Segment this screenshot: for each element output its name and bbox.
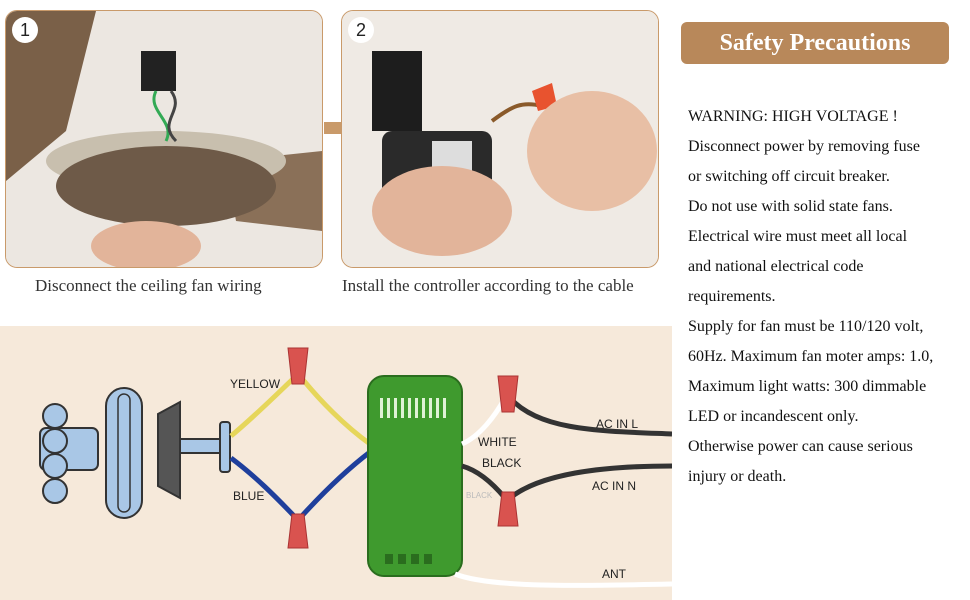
label-ac-in-l: AC IN L xyxy=(596,417,638,431)
warning-line: Otherwise power can cause serious xyxy=(688,438,913,455)
safety-title: Safety Precautions xyxy=(681,22,949,64)
wire-nut-icon xyxy=(497,491,519,527)
label-yellow: YELLOW xyxy=(230,377,281,391)
warning-line: Do not use with solid state fans. xyxy=(688,198,893,215)
wiring-diagram: YELLOW BLUE WHITE BLACK BLACK AC IN L AC… xyxy=(0,326,672,600)
warning-line: Maximum light watts: 300 dimmable xyxy=(688,378,927,395)
label-black: BLACK xyxy=(482,456,521,470)
photo-install-controller: 2 xyxy=(341,10,659,268)
warning-line: Supply for fan must be 110/120 volt, xyxy=(688,318,924,335)
wire-nut-icon xyxy=(497,375,519,413)
label-ant: ANT xyxy=(602,567,627,581)
yellow-wire xyxy=(229,374,298,438)
label-white: WHITE xyxy=(478,435,517,449)
wire-nut-icon xyxy=(287,347,309,385)
label-blue: BLUE xyxy=(233,489,264,503)
warning-line: Disconnect power by removing fuse xyxy=(688,138,920,155)
ceiling-fan-icon xyxy=(39,387,231,519)
warning-line: 60Hz. Maximum fan moter amps: 1.0, xyxy=(688,348,934,365)
controller-icon xyxy=(367,375,463,577)
yellow-wire xyxy=(298,374,372,447)
wire-nut-icon xyxy=(287,513,309,549)
blue-wire xyxy=(229,456,298,520)
step-1-caption: Disconnect the ceiling fan wiring xyxy=(35,276,262,295)
controller-install-photo-illustration xyxy=(342,11,658,267)
ac-in-n-wire xyxy=(508,463,672,500)
warning-line: and national electrical code xyxy=(688,258,864,275)
blue-wire xyxy=(298,450,372,520)
warning-text: WARNING: HIGH VOLTAGE ! Disconnect power… xyxy=(688,102,968,492)
label-ac-in-n: AC IN N xyxy=(592,479,636,493)
step-2-caption: Install the controller according to the … xyxy=(342,276,634,295)
ac-in-l-wire xyxy=(508,396,672,437)
warning-line: Electrical wire must meet all local xyxy=(688,228,908,245)
warning-line: requirements. xyxy=(688,288,776,305)
warning-line: LED or incandescent only. xyxy=(688,408,859,425)
ceiling-fan-photo-illustration xyxy=(6,11,322,267)
step-number-1: 1 xyxy=(12,17,38,43)
label-black-small: BLACK xyxy=(466,491,493,500)
step-number-2: 2 xyxy=(348,17,374,43)
warning-line: WARNING: HIGH VOLTAGE ! xyxy=(688,108,898,125)
warning-line: injury or death. xyxy=(688,468,787,485)
wiring-diagram-svg: YELLOW BLUE WHITE BLACK BLACK AC IN L AC… xyxy=(39,347,672,588)
photo-disconnect-wiring: 1 xyxy=(5,10,323,268)
antenna-wire xyxy=(454,571,672,588)
warning-line: or switching off circuit breaker. xyxy=(688,168,890,185)
